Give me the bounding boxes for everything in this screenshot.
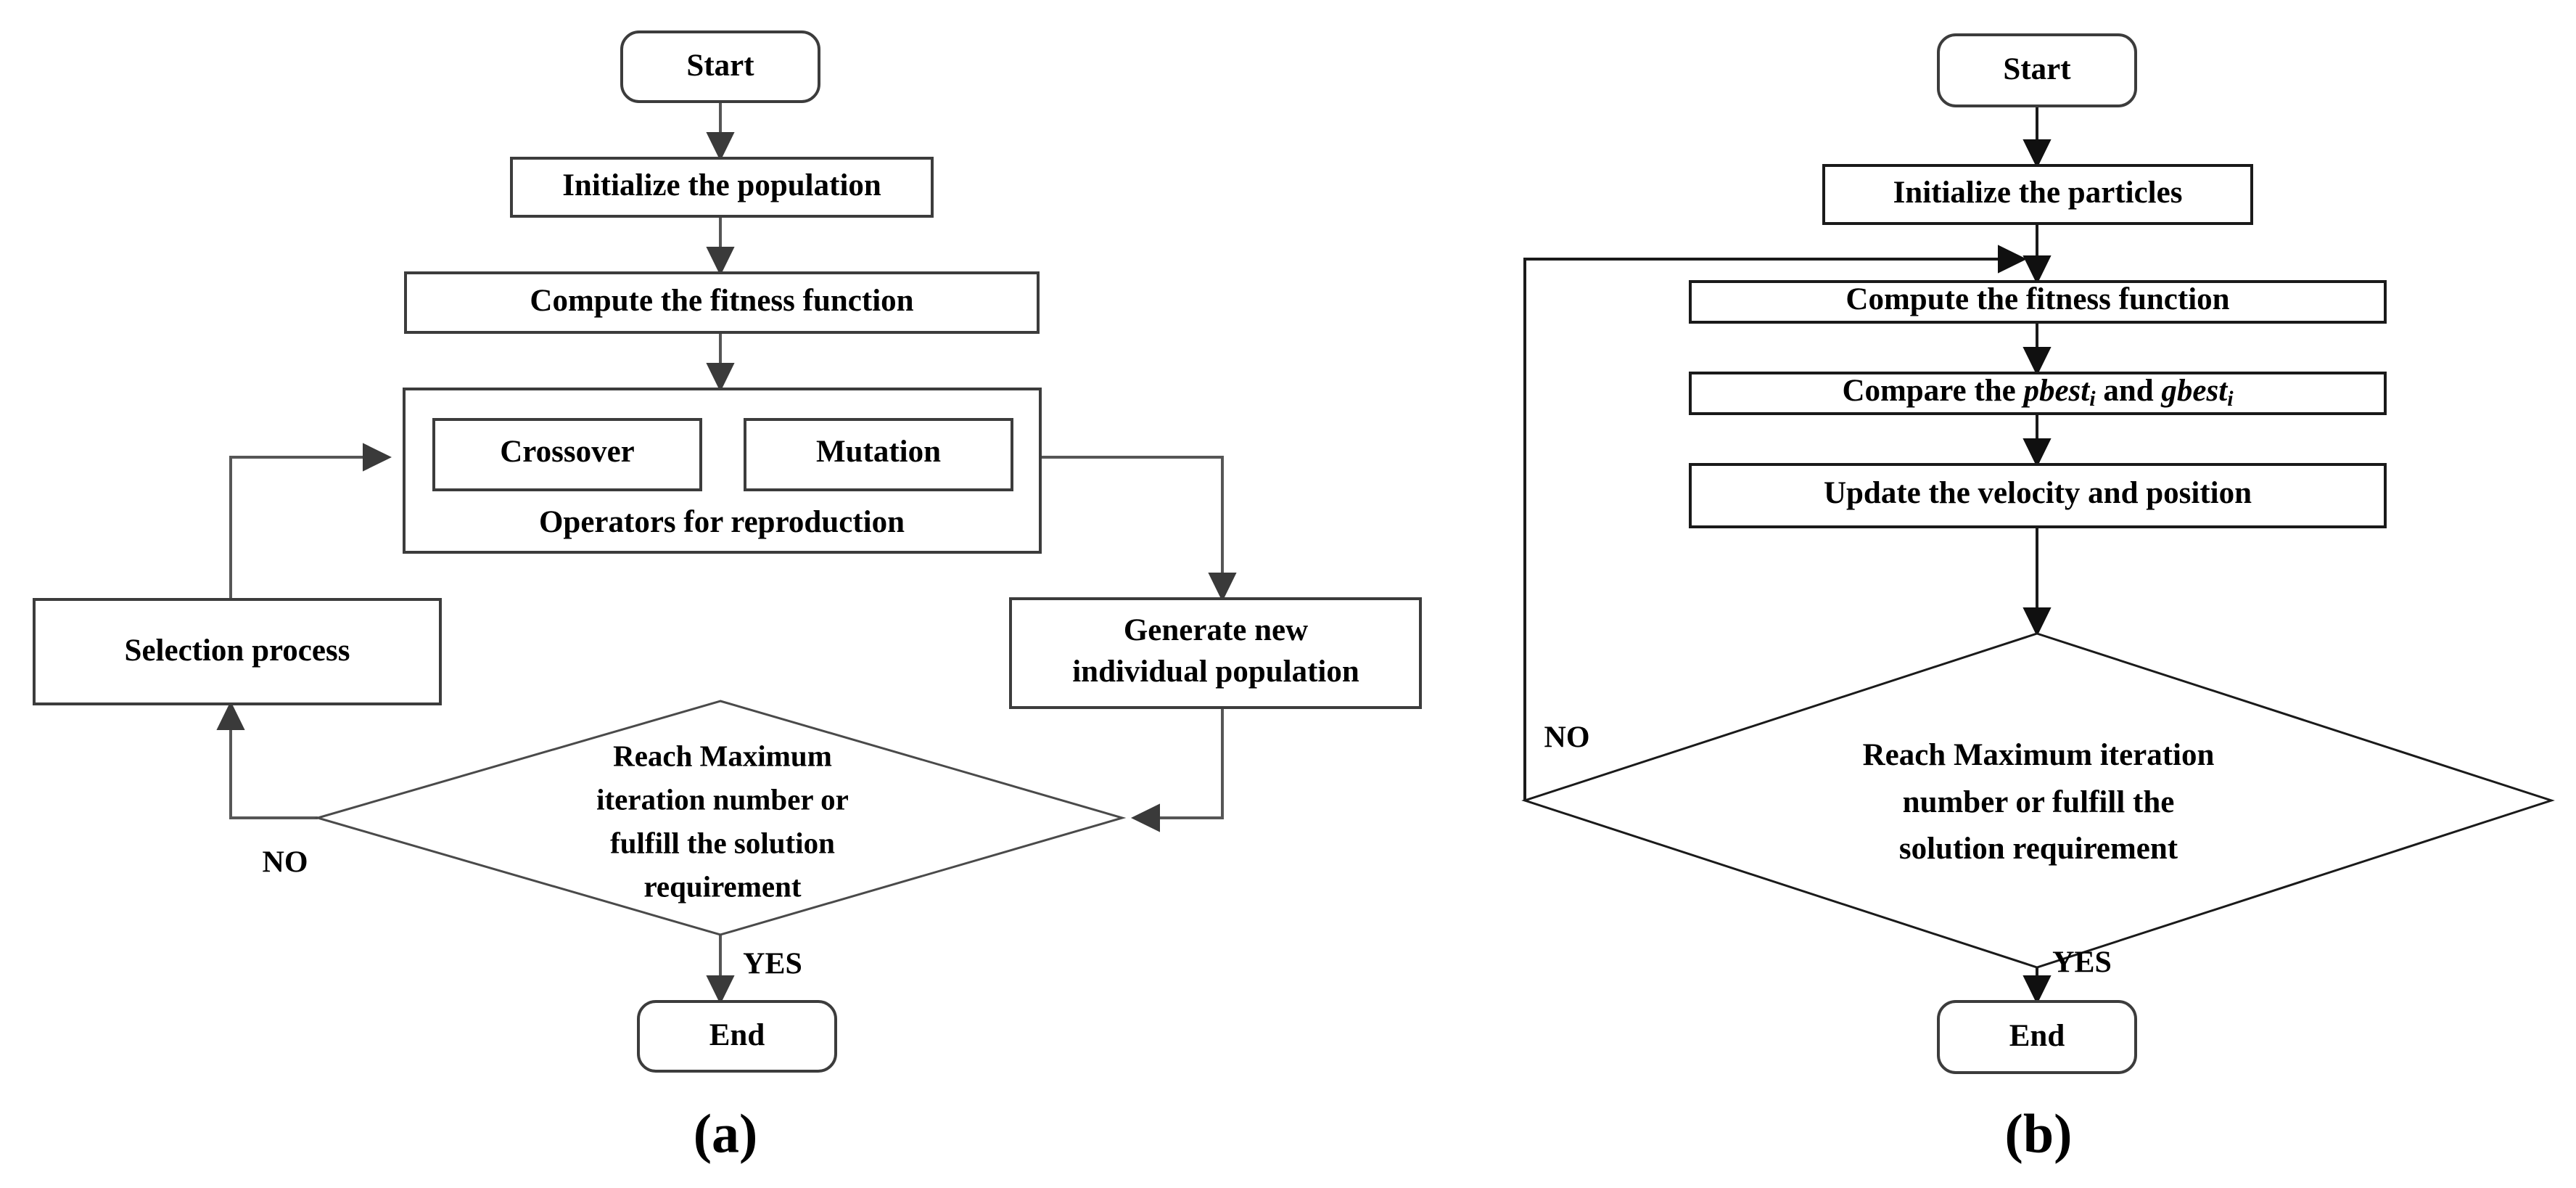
node-b-decision-line2: number or fulfill the [1903, 785, 2175, 819]
node-b-decision-line1: Reach Maximum iteration [1863, 738, 2215, 772]
node-b-update[interactable] [1689, 463, 2387, 528]
edge-a-operators-to-generate [1040, 456, 1237, 602]
node-a-decision-line4: requirement [643, 869, 801, 903]
node-b-end[interactable] [1937, 1000, 2137, 1074]
node-b-compare-prefix: Compare the [1842, 374, 2023, 408]
node-a-selection-process[interactable] [33, 598, 442, 705]
node-b-initialize[interactable] [1822, 164, 2253, 225]
node-b-fitness[interactable] [1689, 280, 2387, 324]
node-b-start[interactable] [1937, 33, 2137, 107]
node-a-decision[interactable] [313, 700, 1127, 936]
node-a-selection-process-label: Selection process [125, 634, 350, 668]
node-b-fitness-label: Compute the fitness function [1845, 282, 2229, 316]
node-b-compare-pbest-sub: i [2089, 387, 2096, 411]
node-a-generate-population[interactable] [1009, 597, 1422, 709]
node-a-decision-line3: fulfill the solution [610, 826, 835, 859]
node-b-compare-mid: and [2096, 374, 2162, 408]
edge-b-decision-no-loop [1523, 245, 2027, 800]
edge-a-label-no: NO [263, 846, 308, 880]
edge-b-label-yes: YES [2052, 946, 2112, 980]
edge-b-label-no: NO [1544, 721, 1590, 755]
edge-a-selection-to-operators [229, 443, 392, 599]
panel-a-caption: (a) [694, 1103, 758, 1164]
node-b-update-label: Update the velocity and position [1824, 476, 2252, 510]
node-a-mutation[interactable] [744, 418, 1013, 491]
node-a-end[interactable] [637, 1000, 837, 1073]
node-a-start[interactable] [620, 30, 820, 103]
node-b-compare-gbest: gbest [2160, 374, 2229, 408]
node-b-compare[interactable] [1689, 372, 2387, 415]
node-a-mutation-label: Mutation [816, 435, 941, 469]
node-b-end-label: End [2009, 1019, 2065, 1053]
node-a-decision-line1: Reach Maximum [613, 739, 832, 772]
node-b-initialize-label: Initialize the particles [1893, 176, 2183, 210]
node-b-compare-gbest-sub: i [2227, 387, 2234, 411]
node-a-end-label: End [709, 1018, 765, 1052]
node-b-decision-line3: solution requirement [1899, 832, 2178, 866]
node-a-fitness[interactable] [404, 271, 1040, 334]
edge-a-generate-to-decision [1131, 708, 1224, 832]
panel-b-caption: (b) [2005, 1103, 2073, 1164]
panel-b: Start Initialize the particles Compute t… [1521, 33, 2555, 1164]
edge-a-label-yes: YES [743, 948, 802, 981]
node-b-decision[interactable] [1521, 632, 2555, 969]
node-a-operators-label: Operators for reproduction [539, 505, 905, 539]
node-a-initialize-label: Initialize the population [562, 168, 881, 202]
edge-a-decision-no-to-selection [216, 701, 318, 819]
node-a-crossover[interactable] [432, 418, 702, 491]
node-b-start-label: Start [2003, 52, 2071, 86]
node-a-decision-line2: iteration number or [596, 782, 849, 816]
node-a-fitness-label: Compute the fitness function [530, 284, 913, 318]
panel-a: Start Initialize the population Compute … [33, 30, 1422, 1164]
node-a-start-label: Start [686, 49, 754, 83]
node-a-crossover-label: Crossover [500, 435, 635, 469]
node-a-generate-population-line2: individual population [1072, 655, 1359, 689]
node-b-compare-pbest: pbest [2020, 374, 2091, 408]
node-a-initialize[interactable] [510, 157, 934, 218]
node-b-compare-label: Compare the pbesti and gbesti [1842, 374, 2234, 411]
node-a-generate-population-line1: Generate new [1124, 613, 1308, 647]
